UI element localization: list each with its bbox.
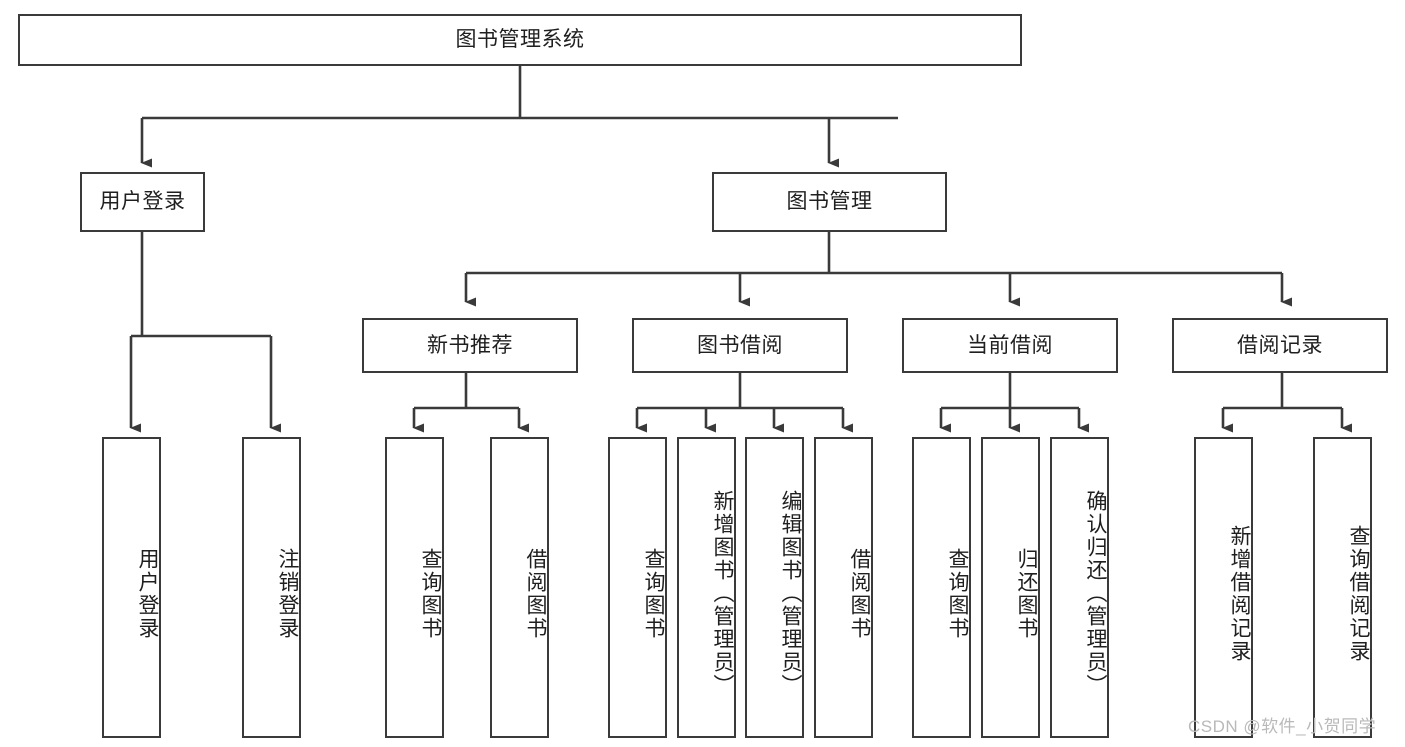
- node-leaf-user-login[interactable]: 用户登录: [102, 437, 161, 738]
- node-borrow-record-label: 借阅记录: [1237, 333, 1323, 357]
- node-current-borrow-label: 当前借阅: [967, 333, 1053, 357]
- node-leaf-query-book-2[interactable]: 查询图书: [608, 437, 667, 738]
- node-book-borrow-label: 图书借阅: [697, 333, 783, 357]
- node-leaf-confirm-return-label: 确认归还（管理员）: [1084, 490, 1107, 697]
- node-leaf-borrow-book-1[interactable]: 借阅图书: [490, 437, 549, 738]
- node-user-login[interactable]: 用户登录: [80, 172, 205, 232]
- node-new-book-rec-label: 新书推荐: [427, 333, 513, 357]
- node-book-borrow[interactable]: 图书借阅: [632, 318, 848, 373]
- node-book-manage-label: 图书管理: [786, 190, 873, 214]
- node-leaf-borrow-book-2[interactable]: 借阅图书: [814, 437, 873, 738]
- node-leaf-query-record-label: 查询借阅记录: [1347, 524, 1370, 663]
- node-new-book-rec[interactable]: 新书推荐: [362, 318, 578, 373]
- node-leaf-borrow-book-1-label: 借阅图书: [524, 547, 547, 640]
- node-leaf-query-book-3-label: 查询图书: [946, 547, 969, 640]
- node-leaf-query-book-1-label: 查询图书: [419, 547, 442, 640]
- node-leaf-edit-book-label: 编辑图书（管理员）: [779, 490, 802, 697]
- node-leaf-add-book[interactable]: 新增图书（管理员）: [677, 437, 736, 738]
- node-leaf-logout-login-label: 注销登录: [276, 547, 299, 640]
- node-leaf-add-record[interactable]: 新增借阅记录: [1194, 437, 1253, 738]
- node-root-system[interactable]: 图书管理系统: [18, 14, 1022, 66]
- node-root-label: 图书管理系统: [455, 28, 585, 52]
- node-book-manage[interactable]: 图书管理: [712, 172, 947, 232]
- node-leaf-add-record-label: 新增借阅记录: [1228, 524, 1251, 663]
- csdn-watermark: CSDN @软件_小贺同学: [1188, 717, 1377, 736]
- node-leaf-query-book-2-label: 查询图书: [642, 547, 665, 640]
- node-leaf-borrow-book-2-label: 借阅图书: [848, 547, 871, 640]
- node-user-login-label: 用户登录: [99, 190, 186, 214]
- node-leaf-return-book[interactable]: 归还图书: [981, 437, 1040, 738]
- node-current-borrow[interactable]: 当前借阅: [902, 318, 1118, 373]
- node-leaf-query-book-3[interactable]: 查询图书: [912, 437, 971, 738]
- node-leaf-query-book-1[interactable]: 查询图书: [385, 437, 444, 738]
- node-leaf-user-login-label: 用户登录: [136, 547, 159, 640]
- node-leaf-add-book-label: 新增图书（管理员）: [711, 490, 734, 697]
- node-leaf-logout-login[interactable]: 注销登录: [242, 437, 301, 738]
- node-leaf-edit-book[interactable]: 编辑图书（管理员）: [745, 437, 804, 738]
- node-borrow-record[interactable]: 借阅记录: [1172, 318, 1388, 373]
- node-leaf-query-record[interactable]: 查询借阅记录: [1313, 437, 1372, 738]
- node-leaf-return-book-label: 归还图书: [1015, 547, 1038, 640]
- node-leaf-confirm-return[interactable]: 确认归还（管理员）: [1050, 437, 1109, 738]
